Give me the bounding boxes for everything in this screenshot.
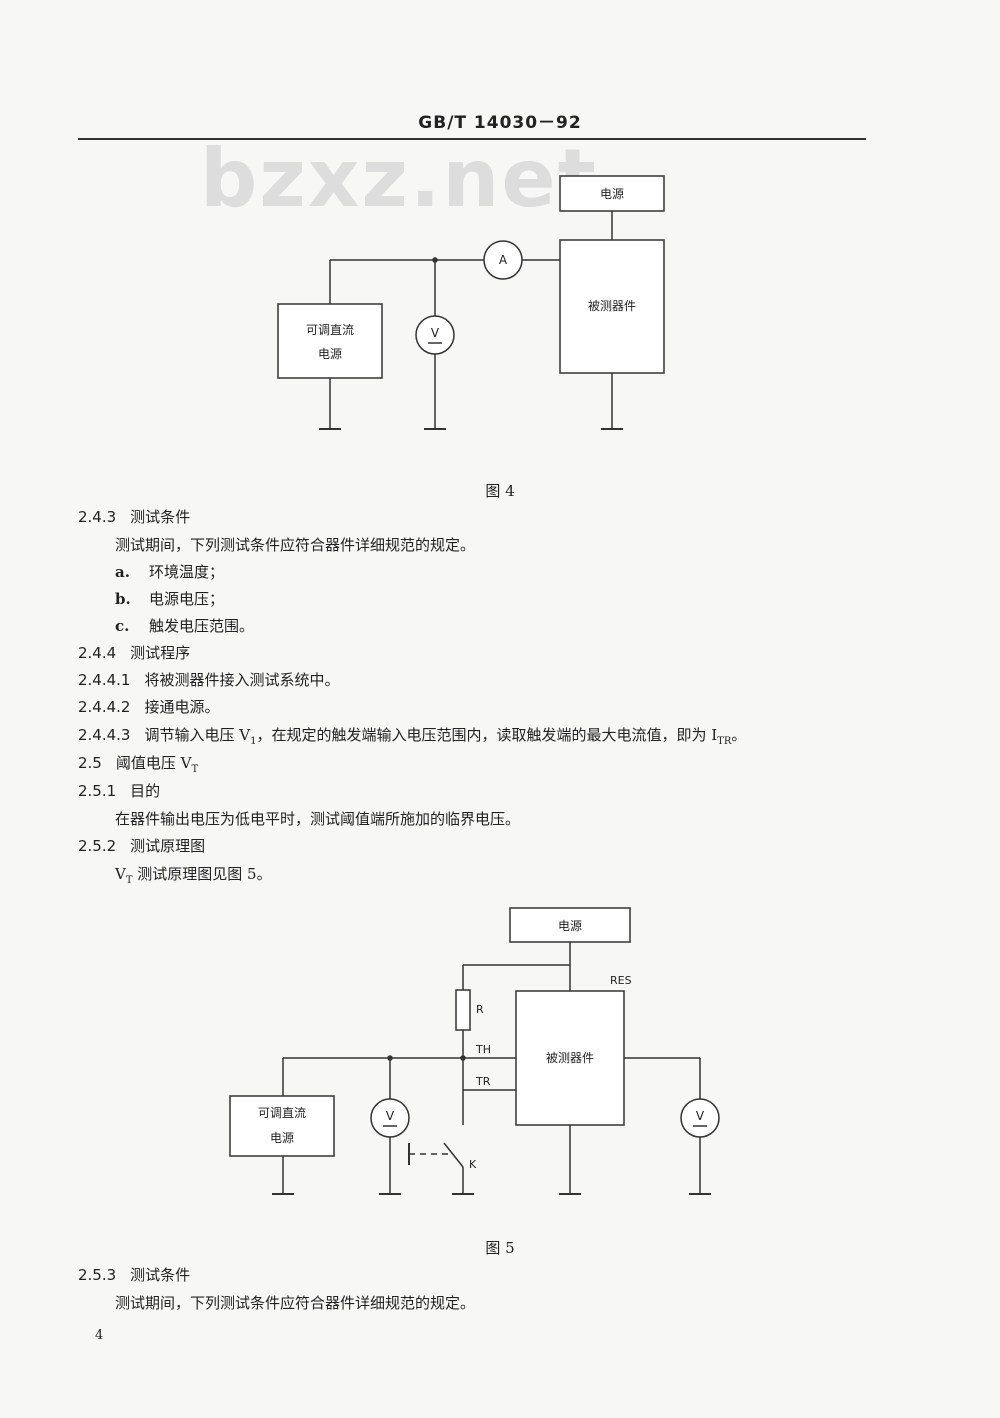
fig4-adjustable-line2: 电源 — [318, 347, 342, 361]
fig5-res-label: RES — [610, 974, 632, 987]
fig5-resistor — [455, 989, 471, 1031]
fig5-dut-label: 被测器件 — [546, 1051, 594, 1065]
figure-5-caption: 图 5 — [485, 1239, 515, 1257]
fig4-power-box — [559, 175, 665, 212]
fig5-voltmeter-right-symbol: V — [696, 1109, 705, 1123]
fig5-adjustable-source-box — [229, 1095, 335, 1157]
fig4-power-label: 电源 — [600, 187, 624, 201]
list-item: a.环境温度； — [115, 563, 225, 581]
fig5-dut-box — [515, 990, 625, 1126]
fig5-r-label: R — [476, 1003, 484, 1016]
section-2-5-3-body: 测试期间，下列测试条件应符合器件详细规范的规定。 — [115, 1294, 476, 1312]
fig4-dut-box — [559, 239, 665, 374]
figure-4-diagram: 电源 被测器件 可调直流 电源 A V — [277, 175, 665, 430]
list-item: b.电源电压； — [115, 590, 225, 608]
fig4-voltmeter-symbol: V — [431, 326, 440, 340]
figure-4-caption: 图 4 — [485, 482, 515, 500]
fig5-k-label: K — [469, 1158, 477, 1171]
fig5-tr-label: TR — [475, 1075, 491, 1088]
figure-5-diagram: 电源 被测器件 可调直流 电源 RES R TH TR K V V — [229, 907, 720, 1195]
standard-header: GB/T 14030－92 — [418, 113, 582, 133]
header-rule — [78, 138, 866, 140]
fig4-adjustable-source-box — [277, 303, 383, 379]
section-2-4-3-body: 测试期间，下列测试条件应符合器件详细规范的规定。 — [115, 536, 476, 554]
fig5-power-label: 电源 — [558, 919, 582, 933]
fig5-adjustable-line2: 电源 — [270, 1131, 294, 1145]
page-number: 4 — [95, 1328, 104, 1343]
fig4-ammeter-symbol: A — [499, 253, 508, 267]
fig5-power-box — [509, 907, 631, 943]
list-item: c.触发电压范围。 — [115, 617, 255, 635]
section-2-5-2-body: VT 测试原理图见图 5。 — [115, 865, 272, 886]
watermark: bzxz.net — [200, 132, 598, 225]
fig5-switch-k — [443, 1142, 464, 1168]
fig4-adjustable-line1: 可调直流 — [306, 323, 354, 337]
fig5-th-label: TH — [475, 1043, 491, 1056]
fig4-dut-label: 被测器件 — [588, 299, 636, 313]
fig5-adjustable-line1: 可调直流 — [258, 1106, 306, 1120]
section-2-5-1-body: 在器件输出电压为低电平时，测试阈值端所施加的临界电压。 — [115, 810, 521, 828]
fig5-voltmeter-left-symbol: V — [386, 1109, 395, 1123]
